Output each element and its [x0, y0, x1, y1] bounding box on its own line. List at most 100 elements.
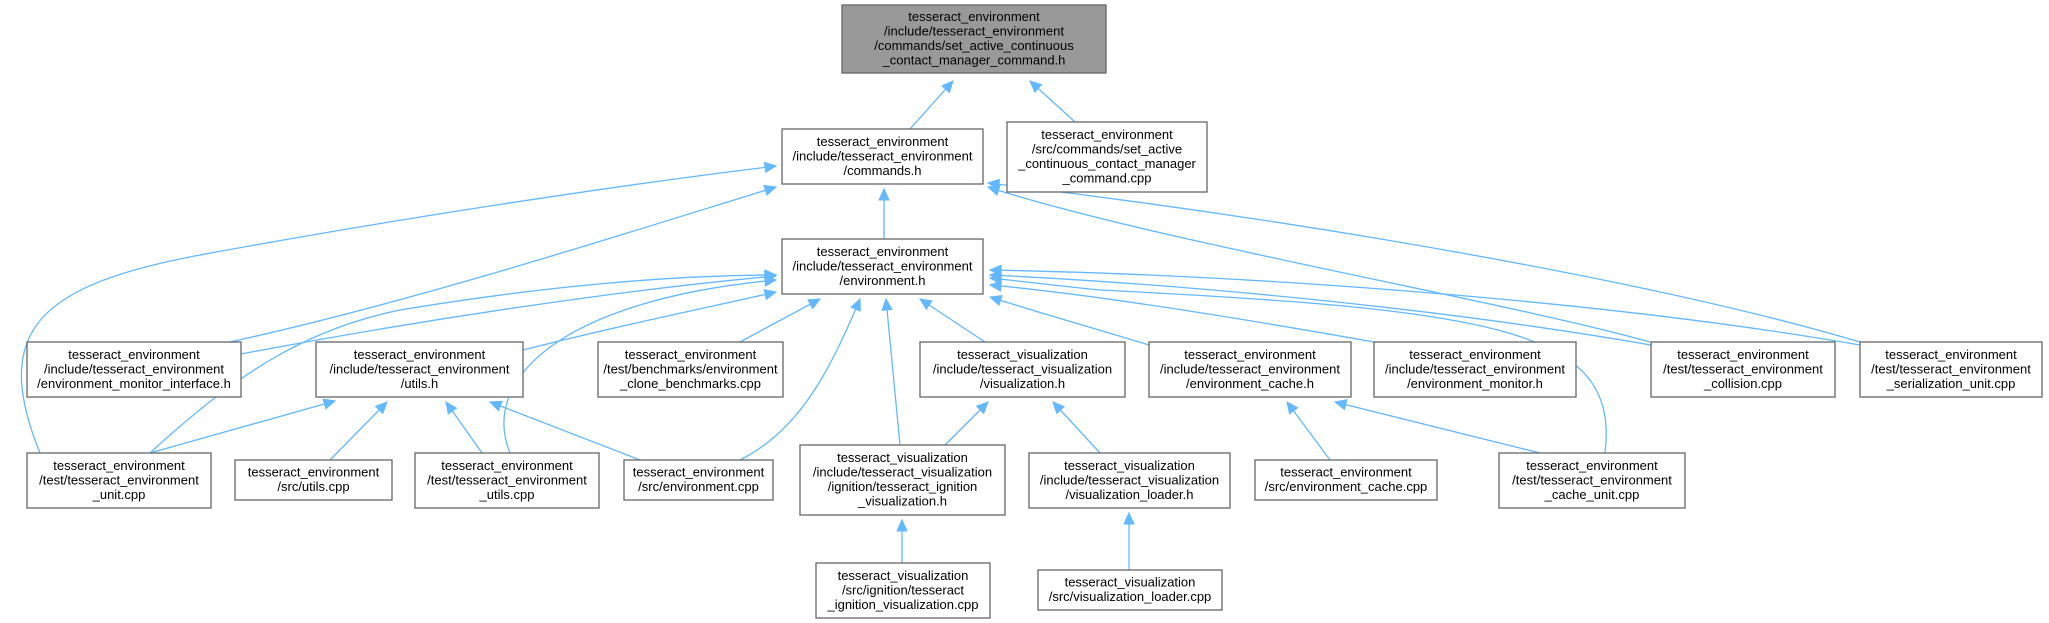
node-utils-h[interactable]: tesseract_environment/include/tesseract_… — [315, 341, 524, 398]
node-label-line: tesseract_environment — [625, 347, 757, 362]
node-box — [1148, 341, 1352, 398]
edge-line — [229, 186, 777, 343]
node-box — [781, 238, 984, 295]
edge-src_environment_cpp-to-environment_h — [739, 297, 861, 461]
arrowhead-icon — [878, 187, 890, 201]
node-label-line: /include/tesseract_visualization — [933, 361, 1112, 376]
node-label-line: tesseract_environment — [53, 458, 185, 473]
node-label-line: /test/tesseract_environment — [1871, 361, 2031, 376]
node-label-line: /include/tesseract_environment — [793, 148, 973, 163]
node-cache-unit-cpp[interactable]: tesseract_environment/test/tesseract_env… — [1498, 452, 1686, 509]
node-visualization-loader-cpp[interactable]: tesseract_visualization/src/visualizatio… — [1037, 569, 1223, 611]
node-label-line: /include/tesseract_environment — [1160, 361, 1340, 376]
node-test-utils-cpp[interactable]: tesseract_environment/test/tesseract_env… — [414, 452, 600, 509]
node-ignition-visualization-h[interactable]: tesseract_visualization/include/tesserac… — [799, 444, 1006, 516]
node-label-line: /test/tesseract_environment — [1663, 361, 1823, 376]
node-clone-benchmarks-cpp[interactable]: tesseract_environment/test/benchmarks/en… — [597, 341, 784, 398]
arrowhead-icon — [1333, 399, 1348, 411]
edge-line — [739, 298, 861, 461]
edge-line — [240, 275, 777, 355]
node-src-utils-cpp[interactable]: tesseract_environment/src/utils.cpp — [234, 459, 393, 501]
node-box — [26, 341, 242, 398]
edge-line — [1334, 401, 1541, 454]
node-label-line: tesseract_environment — [1184, 347, 1316, 362]
node-box — [1373, 341, 1577, 398]
node-src-environment-cpp[interactable]: tesseract_environment/src/environment.cp… — [623, 459, 774, 501]
node-box — [1254, 459, 1438, 501]
node-label-line: _clone_benchmarks.cpp — [619, 376, 761, 391]
arrowhead-icon — [763, 288, 778, 301]
node-serialization-unit-cpp[interactable]: tesseract_environment/test/tesseract_env… — [1859, 341, 2043, 398]
node-label-line: /include/tesseract_environment — [330, 361, 510, 376]
node-set-active-cpp[interactable]: tesseract_environment/src/commands/set_a… — [1006, 121, 1208, 193]
node-root[interactable]: tesseract_environment/include/tesseract_… — [841, 4, 1107, 74]
node-environment-cache-h[interactable]: tesseract_environment/include/tesseract_… — [1148, 341, 1352, 398]
node-label-line: _continuous_contact_manager — [1017, 156, 1196, 171]
node-label-line: _contact_manager_command.h — [882, 53, 1066, 68]
node-collision-cpp[interactable]: tesseract_environment/test/tesseract_env… — [1650, 341, 1836, 398]
node-label-line: tesseract_environment — [817, 134, 949, 149]
edge-commands_h-to-root — [909, 80, 954, 130]
arrowhead-icon — [896, 518, 908, 532]
edge-cache_unit_cpp-to-environment_h — [988, 273, 1607, 454]
edge-serialization_unit_cpp-to-commands_h — [986, 178, 1861, 343]
arrowhead-icon — [941, 80, 954, 94]
node-layer: tesseract_environment/include/tesseract_… — [26, 4, 2043, 619]
node-label-line: tesseract_environment — [1409, 347, 1541, 362]
node-label-line: /include/tesseract_environment — [884, 24, 1064, 39]
edge-src_environment_cpp-to-utils_h — [488, 400, 641, 461]
node-label-line: /src/utils.cpp — [277, 479, 349, 494]
edge-env_monitor_interface_h-to-commands_h — [229, 184, 778, 343]
edge-visualization_h-to-environment_h — [918, 298, 986, 343]
node-label-line: /src/environment.cpp — [638, 479, 759, 494]
edge-environment_h-to-commands_h — [878, 187, 890, 239]
edge-line — [329, 401, 388, 461]
node-env-unit-cpp[interactable]: tesseract_environment/test/tesseract_env… — [26, 452, 212, 509]
node-box — [1006, 121, 1208, 193]
edge-ignition_visualization_h-to-environment_h — [881, 297, 901, 446]
node-label-line: _collision.cpp — [1703, 376, 1782, 391]
edge-line — [20, 165, 777, 454]
node-box — [623, 459, 774, 501]
node-env-monitor-interface-h[interactable]: tesseract_environment/include/tesseract_… — [26, 341, 242, 398]
arrowhead-icon — [975, 401, 989, 415]
node-src-environment-cache-cpp[interactable]: tesseract_environment/src/environment_ca… — [1254, 459, 1438, 501]
arrowhead-icon — [763, 184, 778, 196]
node-label-line: _command.cpp — [1062, 171, 1152, 186]
edge-src_environment_cache_cpp-to-environment_cache_h — [1286, 401, 1331, 461]
node-box — [919, 341, 1126, 398]
node-label-line: tesseract_environment — [68, 347, 200, 362]
node-label-line: /commands/set_active_continuous — [874, 38, 1074, 53]
node-label-line: tesseract_visualization — [1064, 458, 1195, 473]
node-label-line: /environment_monitor.h — [1407, 376, 1543, 391]
edge-line — [989, 269, 1861, 346]
node-label-line: /test/tesseract_environment — [427, 472, 587, 487]
arrowhead-icon — [988, 264, 1002, 277]
edge-test_utils_cpp-to-environment_h — [503, 275, 778, 454]
edge-line — [989, 296, 1150, 346]
node-label-line: /ignition/tesseract_ignition — [828, 479, 978, 494]
node-label-line: /src/ignition/tesseract — [842, 582, 964, 597]
node-label-line: tesseract_environment — [354, 347, 486, 362]
node-ignition-visualization-cpp[interactable]: tesseract_visualization/src/ignition/tes… — [815, 562, 991, 619]
edge-line — [1286, 401, 1331, 461]
node-commands-h[interactable]: tesseract_environment/include/tesseract_… — [781, 128, 984, 185]
arrowhead-icon — [1029, 80, 1043, 94]
edge-env_unit_cpp-to-commands_h — [20, 161, 778, 454]
node-environment-h[interactable]: tesseract_environment/include/tesseract_… — [781, 238, 984, 295]
node-visualization-loader-h[interactable]: tesseract_visualization/include/tesserac… — [1028, 452, 1231, 509]
node-label-line: _visualization.h — [857, 494, 947, 509]
node-visualization-h[interactable]: tesseract_visualization/include/tesserac… — [919, 341, 1126, 398]
edge-utils_h-to-environment_h — [522, 288, 778, 351]
node-label-line: _unit.cpp — [92, 487, 146, 502]
node-environment-monitor-h[interactable]: tesseract_environment/include/tesseract_… — [1373, 341, 1577, 398]
node-label-line: tesseract_environment — [441, 458, 573, 473]
edge-line — [489, 401, 641, 461]
node-label-line: /include/tesseract_visualization — [1040, 472, 1219, 487]
node-box — [799, 444, 1006, 516]
edge-environment_cache_h-to-environment_h — [988, 295, 1150, 346]
edge-env_unit_cpp-to-utils_h — [149, 398, 337, 454]
node-box — [1650, 341, 1836, 398]
edge-serialization_unit_cpp-to-environment_h — [988, 264, 1861, 346]
node-label-line: tesseract_visualization — [838, 568, 969, 583]
